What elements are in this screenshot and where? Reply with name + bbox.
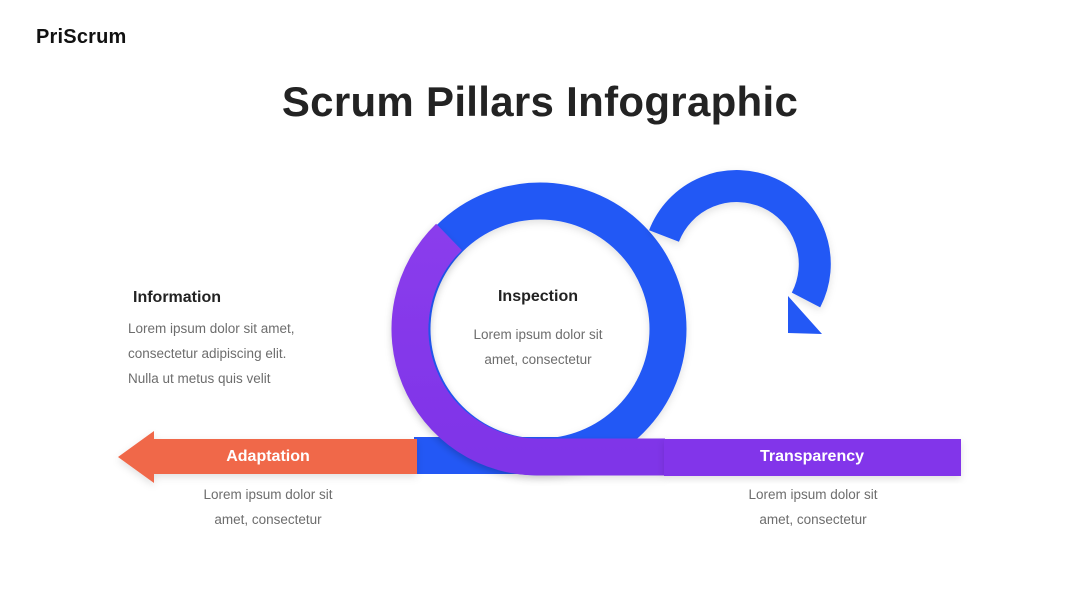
page-title: Scrum Pillars Infographic bbox=[281, 78, 799, 125]
inspection-text: Lorem ipsum dolor sit amet, consectetur bbox=[473, 327, 603, 367]
information-text: Lorem ipsum dolor sit amet, consectetur … bbox=[128, 321, 295, 386]
information-title: Information bbox=[133, 289, 221, 306]
blue-return-arc bbox=[649, 170, 831, 308]
adaptation-label: Adaptation bbox=[226, 448, 310, 465]
transparency-text: Lorem ipsum dolor sit amet, consectetur bbox=[748, 487, 878, 527]
adaptation-arrow-icon bbox=[118, 431, 417, 483]
brand-logo: PriScrum bbox=[36, 26, 127, 48]
adaptation-text: Lorem ipsum dolor sit amet, consectetur bbox=[203, 487, 333, 527]
return-arrow-head-icon bbox=[788, 296, 822, 334]
inspection-title: Inspection bbox=[497, 288, 578, 305]
purple-ring-segment bbox=[391, 223, 665, 476]
transparency-bar bbox=[664, 439, 961, 476]
transparency-label: Transparency bbox=[759, 448, 865, 465]
